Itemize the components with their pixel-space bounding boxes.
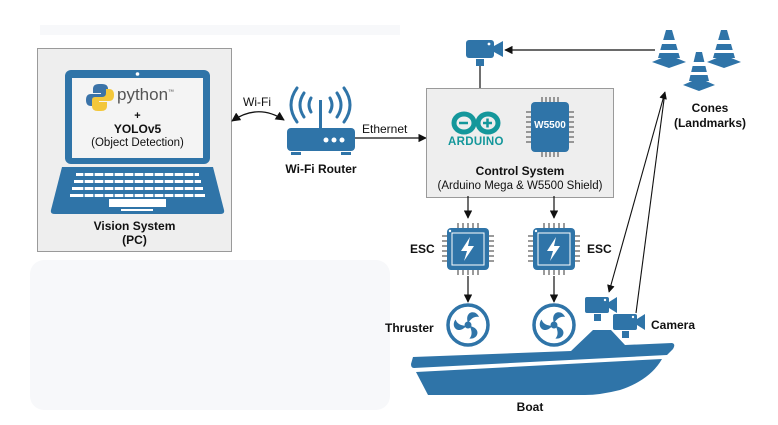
top-camera-icon bbox=[466, 40, 503, 66]
esc-right-icon bbox=[528, 223, 580, 275]
thruster-right-icon bbox=[532, 303, 576, 347]
arduino-logo-icon bbox=[451, 111, 501, 135]
arduino-label: ARDUINO bbox=[448, 136, 504, 148]
boat-icon bbox=[411, 297, 675, 395]
plus-sign: + bbox=[134, 110, 141, 122]
boat-camera-to-cones-line bbox=[635, 91, 666, 314]
yolo-model-label: YOLOv5 bbox=[113, 122, 162, 136]
camera-label: Camera bbox=[651, 318, 696, 332]
boat-camera-upper-icon bbox=[585, 297, 617, 321]
router-label: Wi-Fi Router bbox=[285, 162, 357, 176]
vision-system-title: Vision System bbox=[93, 219, 176, 233]
control-system-title: Control System bbox=[475, 164, 565, 178]
control-system-subtitle: (Arduino Mega & W5500 Shield) bbox=[437, 180, 603, 192]
python-logo-icon bbox=[86, 84, 114, 111]
thruster-label: Thruster bbox=[385, 321, 434, 335]
wifi-link-label: Wi-Fi bbox=[243, 95, 271, 109]
vision-system-subtitle: (PC) bbox=[122, 233, 147, 247]
python-label: python™ bbox=[117, 85, 175, 104]
w5500-label: W5500 bbox=[534, 120, 566, 131]
background-artifact bbox=[40, 25, 400, 35]
object-detection-label: (Object Detection) bbox=[91, 137, 184, 149]
ethernet-link-label: Ethernet bbox=[362, 122, 408, 136]
router-icon bbox=[287, 86, 355, 155]
cone-left bbox=[652, 30, 686, 68]
cones-subtitle: (Landmarks) bbox=[673, 116, 747, 130]
cones-to-boat-camera-arrow bbox=[607, 91, 667, 293]
cone-right bbox=[707, 30, 741, 68]
boat-camera-lower-icon bbox=[613, 314, 645, 338]
wifi-link-arrow bbox=[231, 111, 285, 122]
thruster-left-icon bbox=[446, 303, 490, 347]
esc-left-label: ESC bbox=[410, 242, 435, 256]
control-system-box bbox=[426, 88, 614, 198]
esc-right-label: ESC bbox=[587, 242, 612, 256]
background-artifact bbox=[30, 260, 390, 410]
cones-title: Cones bbox=[691, 101, 729, 115]
esc-left-icon bbox=[442, 223, 494, 275]
cones-icon bbox=[652, 30, 741, 91]
laptop-icon bbox=[50, 70, 225, 214]
boat-label: Boat bbox=[516, 400, 544, 414]
w5500-chip-icon bbox=[526, 97, 574, 157]
cone-center bbox=[683, 52, 715, 91]
